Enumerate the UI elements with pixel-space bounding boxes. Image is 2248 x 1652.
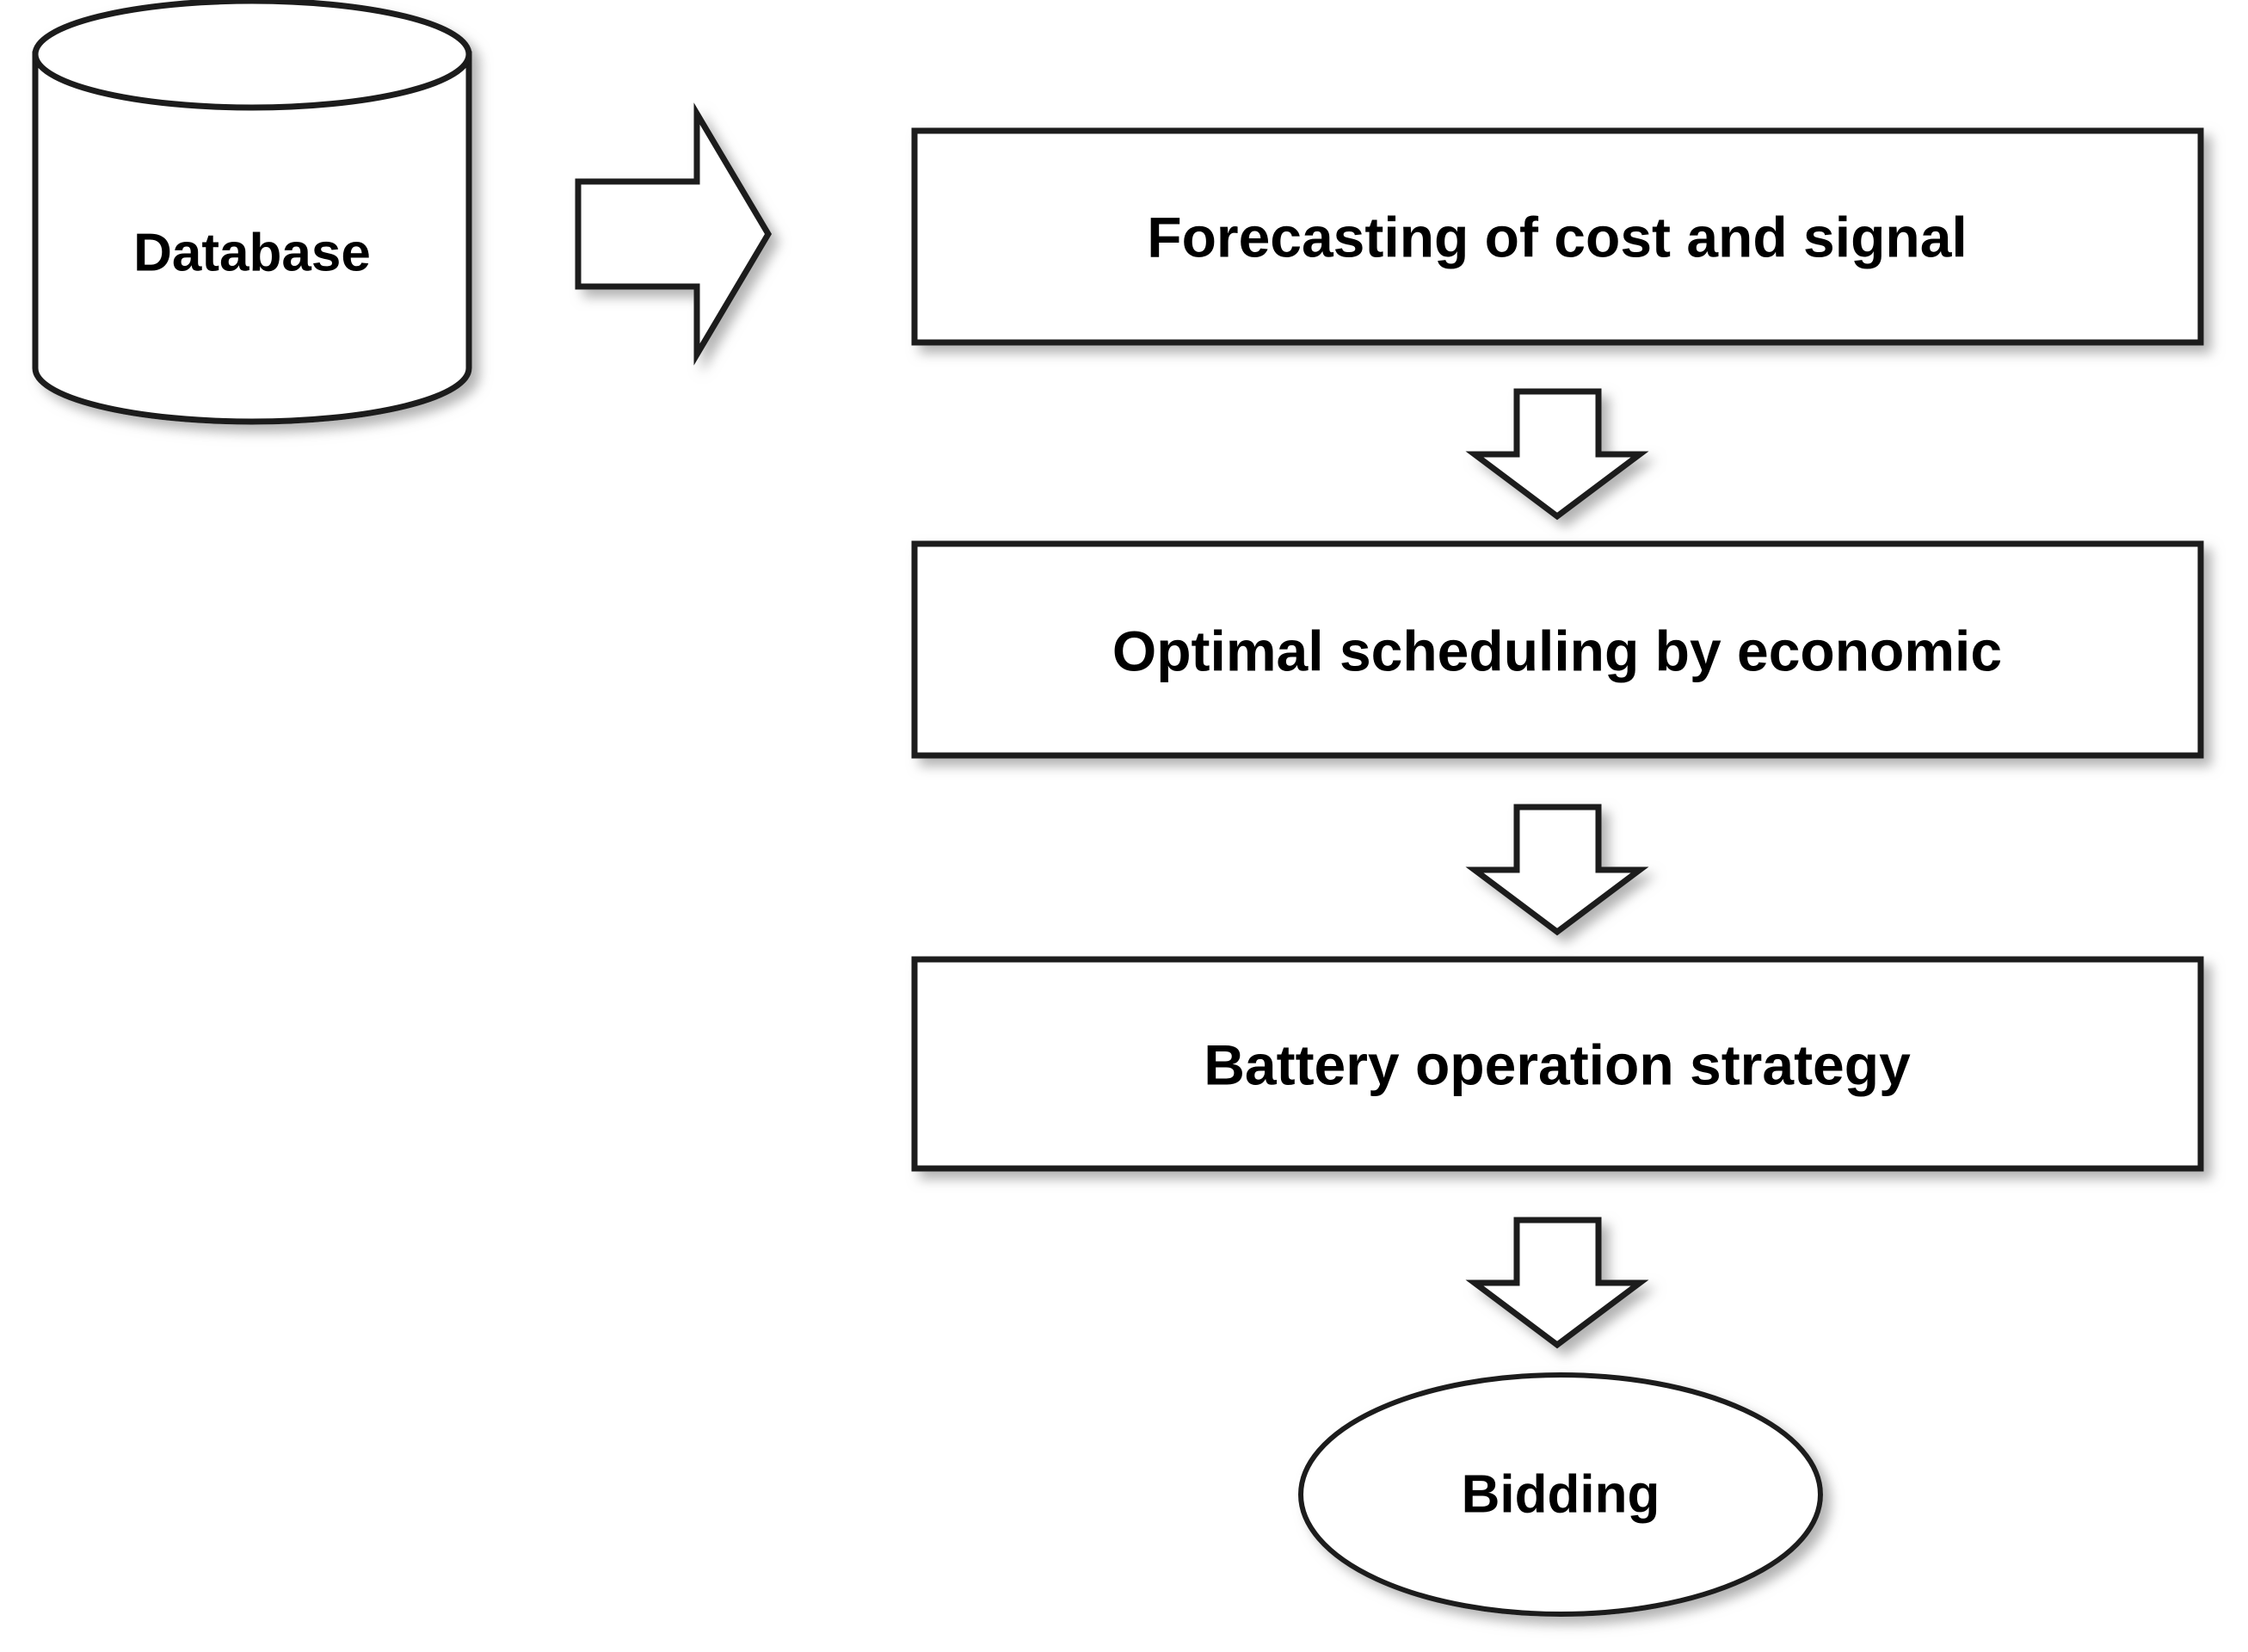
down-block-arrow-icon-1 xyxy=(1465,388,1649,521)
down-block-arrow-icon-3 xyxy=(1465,1217,1649,1349)
scheduling-box xyxy=(911,540,2204,759)
node-bidding[interactable] xyxy=(1298,1372,1823,1617)
node-forecasting[interactable] xyxy=(911,127,2204,346)
node-database[interactable] xyxy=(32,0,472,425)
right-block-arrow-icon xyxy=(575,102,773,366)
database-label: Database xyxy=(133,223,371,282)
connector-scheduling-to-battery xyxy=(1465,804,1649,936)
node-scheduling[interactable] xyxy=(911,540,2204,759)
scheduling-label: Optimal scheduling by economic xyxy=(1112,619,2002,682)
database-cylinder-body xyxy=(32,51,472,425)
connector-forecasting-to-scheduling xyxy=(1465,388,1649,521)
connector-battery-to-bidding xyxy=(1465,1217,1649,1349)
connector-db-to-forecasting xyxy=(575,102,773,366)
forecasting-box xyxy=(911,127,2204,346)
battery-box xyxy=(911,956,2204,1172)
battery-label: Battery operation strategy xyxy=(1204,1032,1911,1096)
database-cylinder-top xyxy=(32,0,472,111)
node-battery[interactable] xyxy=(911,956,2204,1172)
bidding-ellipse xyxy=(1298,1372,1823,1617)
down-block-arrow-icon-2 xyxy=(1465,804,1649,936)
forecasting-label: Forecasting of cost and signal xyxy=(1147,205,1968,268)
bidding-label: Bidding xyxy=(1462,1464,1660,1524)
